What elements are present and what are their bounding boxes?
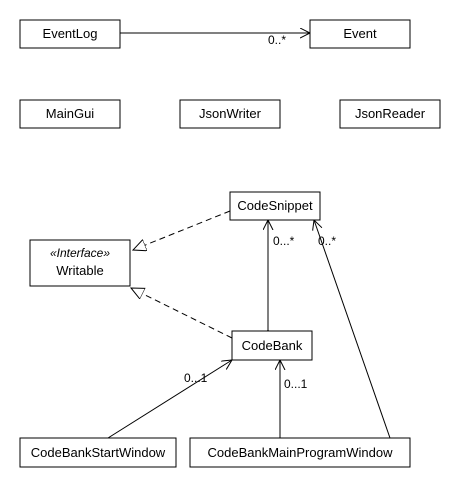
startwindow-codebank-association xyxy=(107,360,232,439)
class-jsonreader-label: JsonReader xyxy=(355,106,426,121)
multiplicity-mainwindow-codebank: 0...1 xyxy=(284,377,308,391)
multiplicity-mainwindow-codesnippet: 0..* xyxy=(318,234,336,248)
codebank-writable-realization xyxy=(131,288,233,339)
class-maingui[interactable]: MainGui xyxy=(19,99,121,129)
class-event[interactable]: Event xyxy=(309,19,411,49)
class-writable-label: Writable xyxy=(56,263,103,278)
class-codebank-label: CodeBank xyxy=(242,338,303,353)
writable-stereotype: «Interface» xyxy=(50,246,110,260)
multiplicity-codebank-codesnippet: 0...* xyxy=(273,234,295,248)
class-codebank[interactable]: CodeBank xyxy=(231,330,313,361)
class-codesnippet-label: CodeSnippet xyxy=(237,198,313,213)
class-event-label: Event xyxy=(343,26,377,41)
codesnippet-writable-realization xyxy=(133,210,231,250)
class-jsonwriter[interactable]: JsonWriter xyxy=(179,99,281,129)
class-codebankmainprogramwindow-label: CodeBankMainProgramWindow xyxy=(208,445,394,460)
class-jsonreader[interactable]: JsonReader xyxy=(339,99,441,129)
class-maingui-label: MainGui xyxy=(46,106,95,121)
class-codebankstartwindow-label: CodeBankStartWindow xyxy=(31,445,166,460)
class-codebankstartwindow[interactable]: CodeBankStartWindow xyxy=(19,437,177,468)
class-codesnippet[interactable]: CodeSnippet xyxy=(229,191,321,221)
class-eventlog[interactable]: EventLog xyxy=(19,19,121,49)
class-eventlog-label: EventLog xyxy=(43,26,98,41)
multiplicity-eventlog-event: 0..* xyxy=(268,33,286,47)
multiplicity-startwindow-codebank: 0...1 xyxy=(184,371,208,385)
class-codebankmainprogramwindow[interactable]: CodeBankMainProgramWindow xyxy=(189,437,411,468)
mainwindow-codesnippet-association xyxy=(314,220,391,439)
class-jsonwriter-label: JsonWriter xyxy=(199,106,262,121)
class-writable-interface[interactable]: «Interface» Writable xyxy=(29,239,131,287)
